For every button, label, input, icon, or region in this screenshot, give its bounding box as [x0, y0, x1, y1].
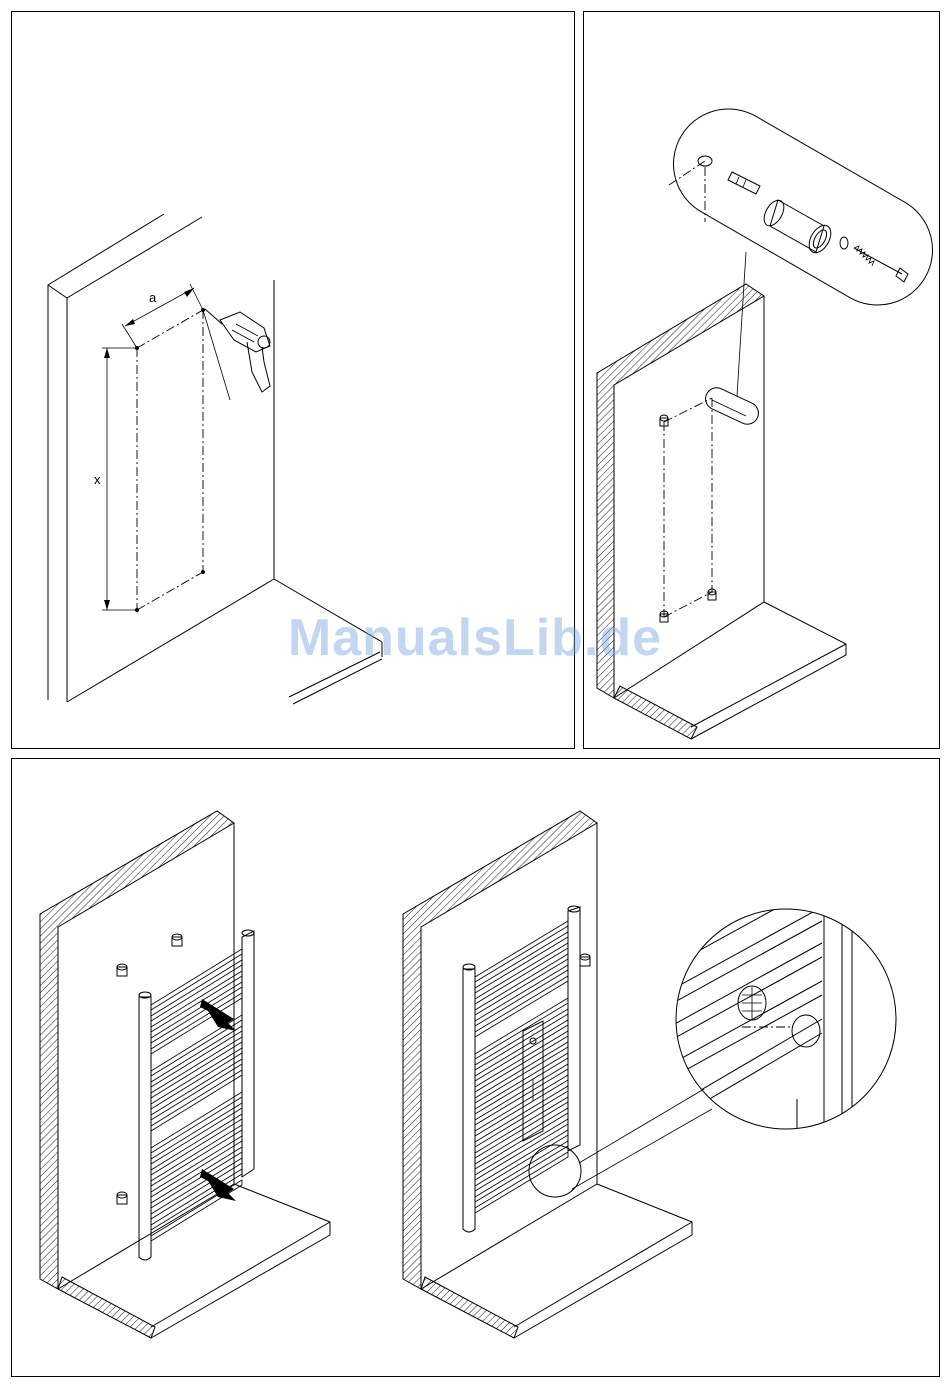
dimension-a: a	[122, 284, 203, 348]
dimension-a-label: a	[149, 290, 157, 305]
hatched-wall	[597, 284, 846, 739]
drilling-illustration: a x	[12, 12, 576, 750]
towel-radiator	[463, 906, 580, 1232]
spacer-tube-icon	[760, 197, 835, 257]
anchor-illustration	[584, 12, 941, 750]
large-detail-callout	[653, 89, 941, 325]
dimension-x: x	[94, 348, 136, 610]
left-alcove-wall	[40, 811, 330, 1338]
wall-bracket	[117, 964, 127, 976]
washer-icon	[840, 237, 848, 249]
bracket-layout	[660, 398, 716, 622]
mounting-arrow-icon	[200, 999, 236, 1031]
wall-bracket	[172, 934, 182, 946]
magnifier-detail-icon	[662, 869, 896, 1139]
wall-anchor-icon	[728, 172, 760, 194]
step-panel-mark-and-drill: a x	[11, 11, 575, 749]
towel-radiator	[139, 930, 254, 1260]
wall-bracket	[580, 954, 590, 966]
step-panel-insert-anchors	[583, 11, 940, 749]
wall-bracket	[117, 1192, 127, 1204]
dimension-x-label: x	[94, 472, 101, 487]
right-alcove-wall	[403, 811, 692, 1338]
hanging-illustration	[12, 759, 941, 1378]
drill-hole-layout	[135, 308, 205, 612]
step-panel-hang-and-secure	[11, 758, 940, 1377]
detail-callout-circle	[529, 1089, 712, 1197]
drill-icon	[203, 309, 270, 400]
wall-outline	[48, 214, 382, 704]
small-detail-callout	[702, 252, 762, 428]
screw-icon	[854, 246, 908, 282]
